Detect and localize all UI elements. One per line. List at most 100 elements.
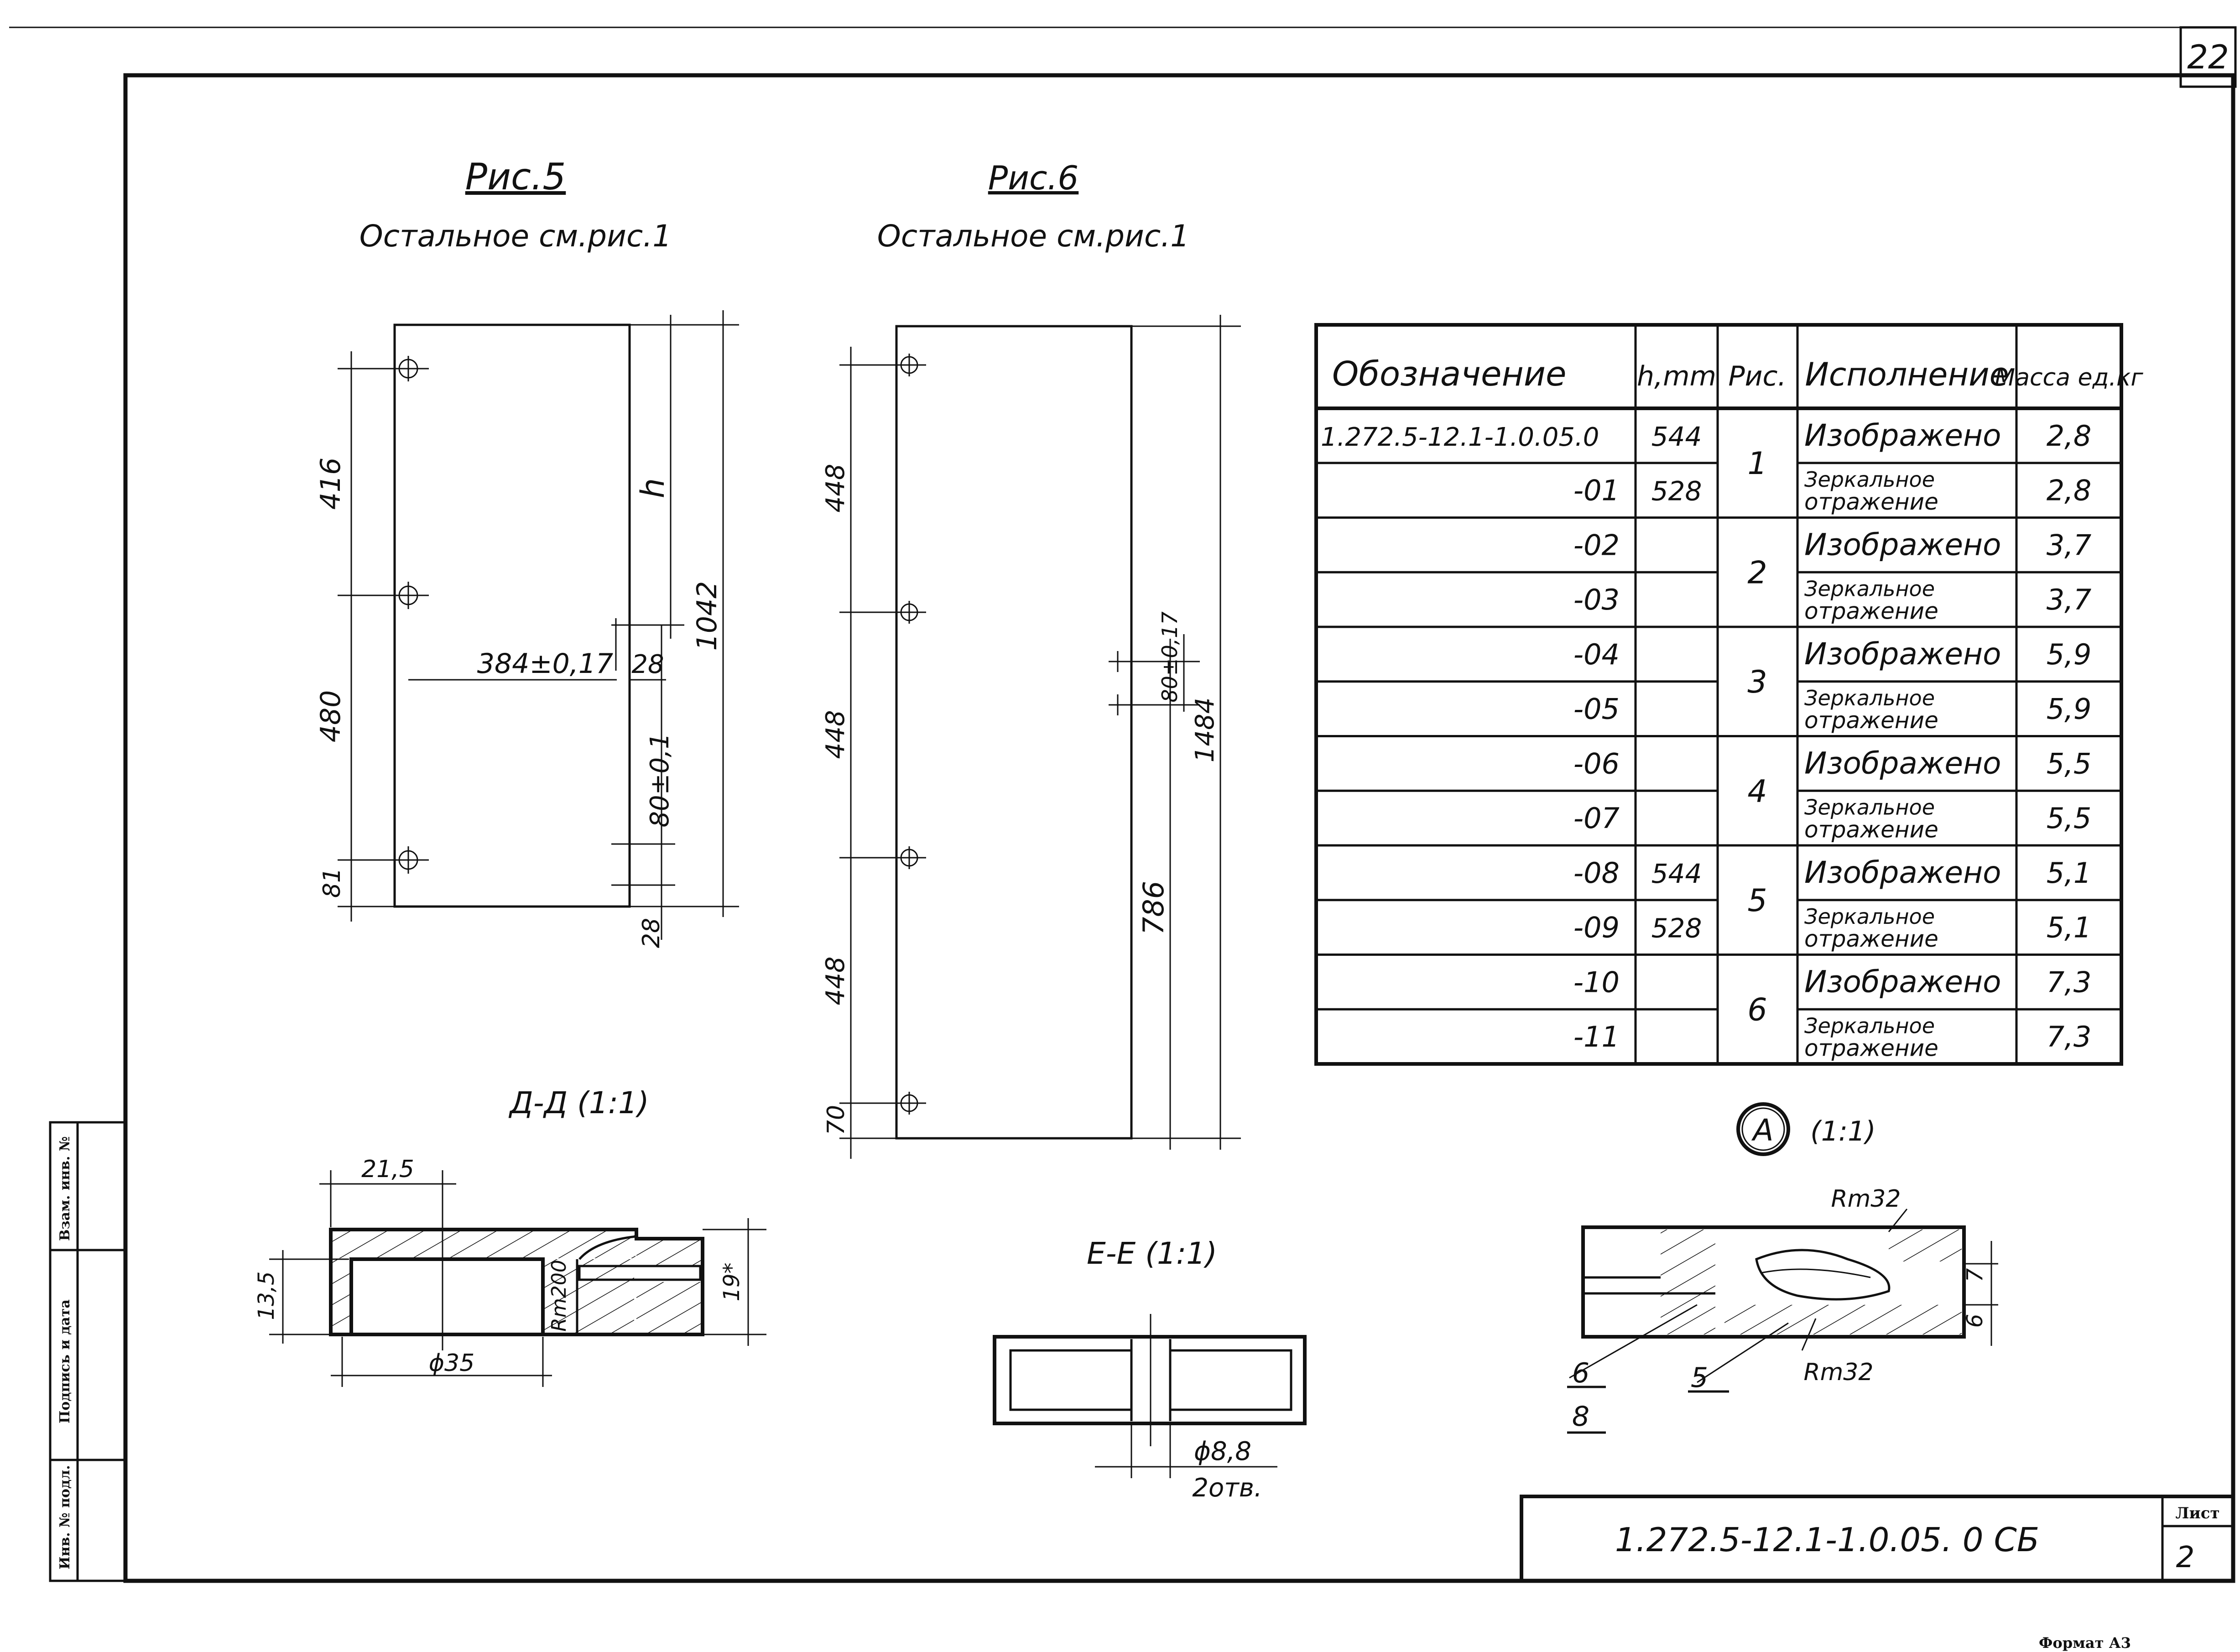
table-cell-designation: -09: [1573, 911, 1620, 944]
table-cell-mass: 7,3: [2047, 1020, 2092, 1053]
fig5-title: Рис.5: [465, 156, 566, 198]
side-stamp-sign-date: Подпись и дата: [57, 1299, 73, 1423]
fig5-dim-1042: 1042: [691, 581, 723, 651]
fig5-dim-28a: 28: [631, 650, 664, 679]
fig6-plate: [895, 325, 1133, 1140]
fig5-dim-384: 384±0,17: [477, 648, 613, 680]
section-dd-dim-r200: Rm200: [547, 1260, 571, 1331]
fig6-dim-786: 786: [1137, 881, 1170, 935]
table-cell-fig: 6: [1747, 992, 1767, 1028]
table-cell-fig: 5: [1747, 883, 1767, 919]
table-header-mass: Масса ед.кг: [1995, 364, 2143, 391]
table-cell-variant: Изображено: [1804, 745, 2001, 781]
detail-a-rm32-top: Rm32: [1831, 1185, 1901, 1213]
table-cell-variant: Зеркальное: [1804, 467, 1935, 492]
table-cell-mass: 5,1: [2047, 856, 2092, 890]
table-cell-mass: 5,5: [2047, 802, 2092, 835]
section-ee-dim-holes: 2отв.: [1192, 1473, 1262, 1503]
detail-a-dim-7: 7: [1962, 1268, 1988, 1282]
section-dd: Д-Д (1:1) 21,5 13,5 Rm200 ϕ35: [254, 1085, 766, 1387]
table-cell-variant: Изображено: [1804, 964, 2001, 999]
table-cell-designation: 1.272.5-12.1-1.0.05.0: [1321, 422, 1599, 452]
section-dd-dim-35: ϕ35: [429, 1350, 474, 1377]
section-dd-dim-135: 13,5: [254, 1272, 279, 1320]
section-dd-dim-215: 21,5: [361, 1156, 414, 1183]
variants-table: Обозначение h,mm Рис. Исполнение Масса е…: [1314, 323, 2143, 1066]
section-dd-dim-19: 19*: [719, 1262, 745, 1301]
table-cell-h: 528: [1651, 476, 1702, 507]
table-cell-mass: 7,3: [2047, 965, 2092, 999]
table-cell-mass: 3,7: [2047, 528, 2092, 562]
fig5: Рис.5 Остальное см.рис.1 416 480 81: [315, 156, 739, 948]
title-block-sheet-label: Лист: [2175, 1504, 2219, 1522]
table-cell-designation: -04: [1573, 638, 1620, 671]
sheet-number-top: 22: [2187, 38, 2229, 76]
fig6-title: Рис.6: [988, 159, 1079, 197]
table-cell-variant: Зеркальное: [1804, 686, 1935, 710]
fig6-dim-448c: 448: [821, 957, 850, 1006]
fig6-dim-80: 80±0,17: [1157, 611, 1182, 703]
table-cell-designation: -02: [1573, 528, 1620, 562]
table-cell-variant-line2: отражение: [1804, 707, 1938, 734]
detail-a-hatching: [1661, 1230, 1962, 1334]
table-cell-variant: Зеркальное: [1804, 1013, 1935, 1038]
table-cell-variant: Изображено: [1804, 418, 2001, 453]
fig5-plate: [393, 323, 631, 908]
table-cell-fig: 2: [1747, 555, 1767, 591]
detail-a-scale: (1:1): [1810, 1115, 1875, 1147]
table-cell-designation: -01: [1573, 474, 1620, 507]
table-cell-mass: 5,9: [2047, 638, 2092, 671]
format-label: Формат А3: [2039, 1634, 2131, 1652]
fig6: Рис.6 Остальное см.рис.1 448 448 448 70: [821, 159, 1241, 1159]
side-stamp-inv-replace: Взам. инв. №: [57, 1136, 73, 1241]
table-header-designation: Обозначение: [1332, 354, 1566, 394]
table-cell-designation: -06: [1573, 747, 1620, 780]
fig5-dim-h: h: [634, 478, 672, 498]
table-cell-h: 528: [1651, 913, 1702, 944]
fig6-dim-70: 70: [823, 1105, 850, 1135]
side-stamp-inv-orig: Инв. № подл.: [57, 1465, 73, 1569]
fig5-dim-81: 81: [318, 868, 346, 898]
table-row: -06 Изображено 5,5: [1573, 745, 2092, 781]
table-row: -04 Изображено 5,9: [1573, 636, 2092, 672]
table-cell-variant: Изображено: [1804, 636, 2001, 672]
side-stamp: Взам. инв. № Подпись и дата Инв. № подл.: [49, 1121, 127, 1582]
fig5-holes: [395, 356, 429, 874]
detail-a-dim-6: 6: [1962, 1314, 1988, 1328]
table-header-fig: Рис.: [1728, 360, 1786, 392]
sheet-frame: 22: [9, 26, 2237, 1583]
title-block-sheet-number: 2: [2176, 1541, 2195, 1574]
table-cell-fig: 3: [1747, 664, 1767, 700]
table-cell-designation: -05: [1573, 693, 1620, 726]
table-cell-mass: 5,1: [2047, 911, 2092, 944]
detail-a-pos-8: 8: [1572, 1401, 1589, 1433]
detail-a-letter: А: [1751, 1113, 1773, 1148]
table-cell-fig: 1: [1747, 446, 1767, 482]
fig6-holes: [896, 354, 926, 1115]
table-cell-mass: 3,7: [2047, 583, 2092, 616]
table-cell-mass: 2,8: [2047, 419, 2092, 453]
fig6-note: Остальное см.рис.1: [877, 219, 1189, 254]
fig5-left-dims: [338, 351, 401, 922]
fig5-right-dims: [408, 310, 739, 940]
detail-a: А (1:1) Rm32 Rm32 7 6 6 8 5: [1567, 1102, 1998, 1434]
table-cell-variant-line2: отражение: [1804, 598, 1938, 624]
table-cell-variant: Зеркальное: [1804, 904, 1935, 929]
table-cell-mass: 5,5: [2047, 747, 2092, 780]
table-cell-variant-line2: отражение: [1804, 1035, 1938, 1061]
table-cell-variant: Зеркальное: [1804, 576, 1935, 601]
fig6-dim-448b: 448: [821, 710, 850, 759]
table-cell-designation: -10: [1573, 965, 1620, 999]
table-cell-designation: -07: [1573, 802, 1620, 835]
detail-a-pos-6: 6: [1572, 1357, 1589, 1389]
table-cell-variant-line2: отражение: [1804, 489, 1938, 515]
fig5-dim-28b: 28: [638, 918, 665, 948]
